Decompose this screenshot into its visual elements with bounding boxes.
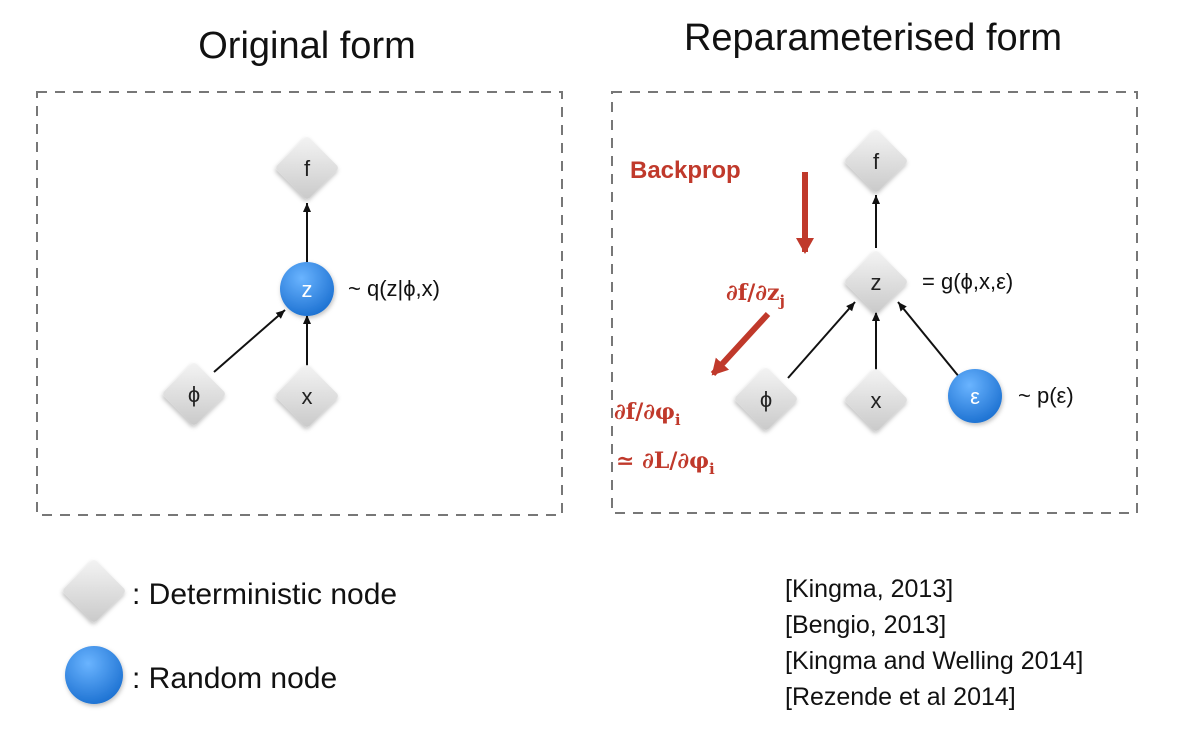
grad-f-wrt-phi: ∂f/∂φi — [614, 399, 681, 429]
backprop-arrow-diagonal — [710, 311, 771, 377]
edge-phi-to-z — [213, 309, 286, 373]
title-reparameterised: Reparameterised form — [684, 17, 1062, 59]
original-node-f: f — [276, 137, 338, 199]
reference-3: [Kingma and Welling 2014] — [785, 647, 1083, 675]
grad-L-wrt-phi: ≃ ∂L/∂φi — [616, 448, 715, 478]
original-node-phi-label: ϕ — [188, 382, 200, 407]
reparam-node-z-label: z — [871, 270, 882, 295]
references: [Kingma, 2013] [Bengio, 2013] [Kingma an… — [785, 575, 1083, 711]
original-node-z-label: z — [302, 277, 313, 302]
reference-1: [Kingma, 2013] — [785, 575, 953, 603]
original-node-x: x — [276, 365, 338, 427]
reparam-node-f: f — [845, 130, 907, 192]
legend-deterministic-label: : Deterministic node — [132, 578, 397, 611]
legend-circle-icon — [65, 646, 123, 704]
edge-eps-to-z — [897, 301, 961, 379]
original-form-frame — [36, 91, 563, 516]
backprop-label: Backprop — [630, 157, 741, 184]
edge-phi-to-z-reparam — [787, 301, 856, 379]
legend-random: : Random node — [65, 646, 337, 704]
legend-deterministic: : Deterministic node — [63, 560, 397, 622]
reparam-node-phi: ϕ — [735, 368, 797, 430]
reparam-node-phi-label: ϕ — [760, 387, 772, 412]
grad-f-wrt-z: ∂f/∂zj — [726, 280, 785, 310]
reparam-node-epsilon: ε — [948, 369, 1002, 423]
legend-diamond-icon — [63, 560, 125, 622]
reparam-form-frame — [611, 91, 1138, 514]
reference-2: [Bengio, 2013] — [785, 611, 946, 639]
original-node-z: z — [280, 262, 334, 316]
reparam-node-x: x — [845, 369, 907, 431]
reparam-z-function: = g(ϕ,x,ε) — [922, 269, 1013, 294]
reparam-node-x-label: x — [871, 388, 882, 413]
reparam-epsilon-distribution: ~ p(ε) — [1018, 383, 1074, 408]
legend-random-label: : Random node — [132, 662, 337, 695]
original-node-f-label: f — [304, 156, 311, 181]
title-original: Original form — [198, 25, 416, 67]
original-z-distribution: ~ q(z|ϕ,x) — [348, 276, 440, 301]
reparam-node-epsilon-label: ε — [970, 384, 980, 409]
reparam-node-z: z — [845, 251, 907, 313]
reference-4: [Rezende et al 2014] — [785, 683, 1016, 711]
original-node-phi: ϕ — [163, 363, 225, 425]
reparam-node-f-label: f — [873, 149, 880, 174]
original-node-x-label: x — [302, 384, 313, 409]
